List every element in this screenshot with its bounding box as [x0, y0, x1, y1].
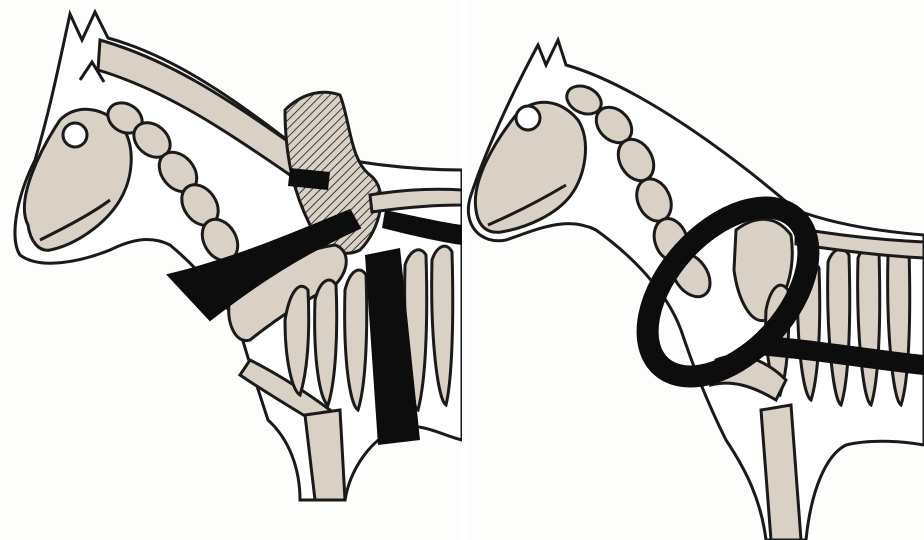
- right-eye-socket: [516, 106, 540, 130]
- right-horse-illustration: [466, 0, 924, 540]
- panel-left-throat-girth-harness: [0, 0, 462, 540]
- left-horse-illustration: [0, 0, 462, 540]
- panel-right-neck-collar-harness: [466, 0, 924, 540]
- left-eye-socket: [63, 123, 87, 147]
